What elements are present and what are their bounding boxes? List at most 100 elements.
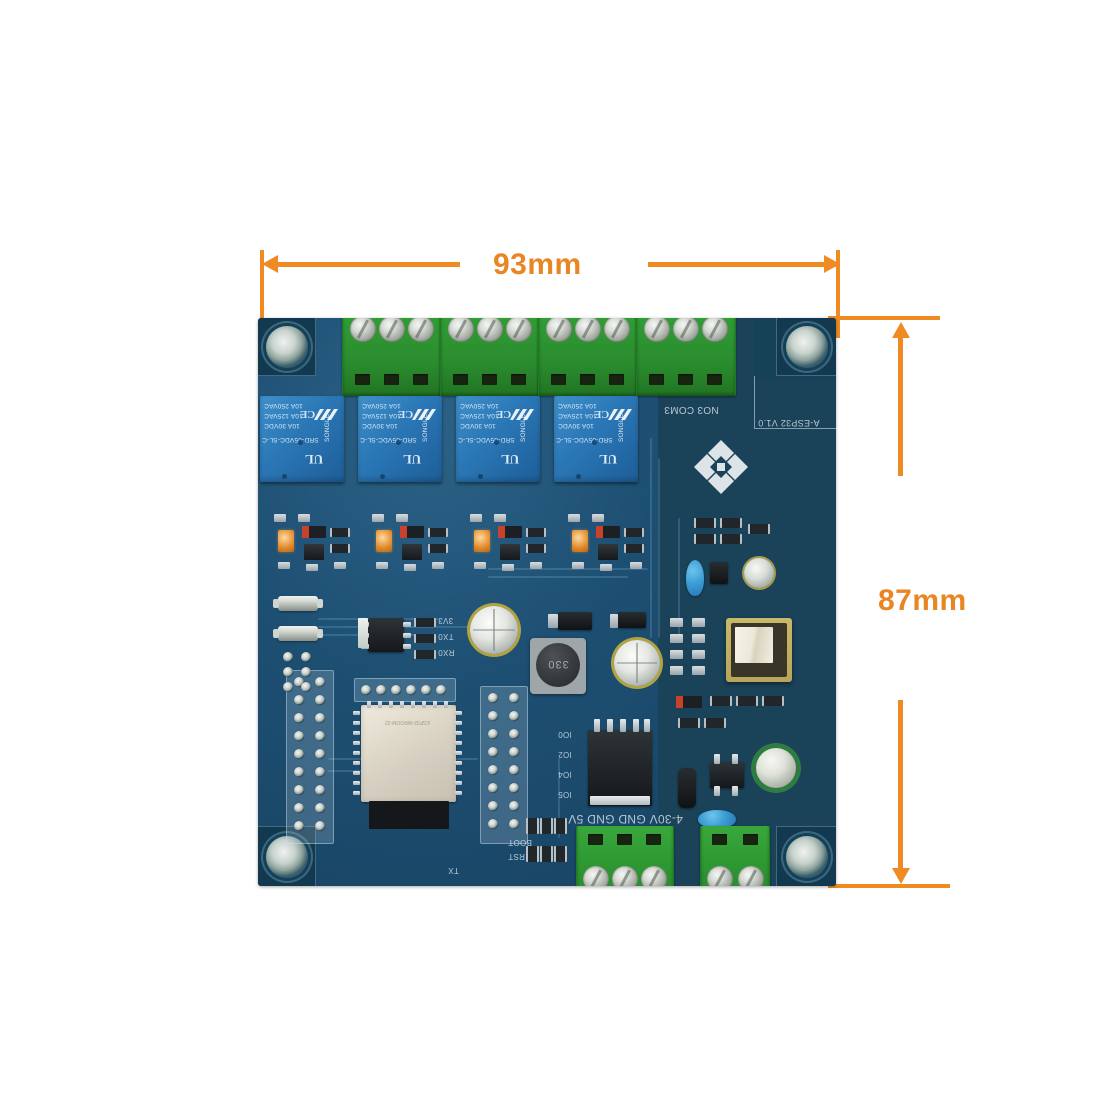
terminal-wire-slot[interactable] (551, 374, 566, 385)
header-pad[interactable] (315, 731, 325, 741)
terminal-block-top-3[interactable] (538, 318, 638, 396)
header-pad[interactable] (315, 821, 325, 831)
header-pad[interactable] (509, 765, 519, 775)
header-pad[interactable] (488, 729, 498, 739)
header-pad[interactable] (294, 803, 304, 813)
terminal-screw[interactable] (506, 318, 532, 342)
header-pad[interactable] (294, 821, 304, 831)
header-pad[interactable] (509, 693, 519, 703)
terminal-screw[interactable] (546, 318, 572, 342)
header-pad[interactable] (488, 783, 498, 793)
header-pad[interactable] (488, 693, 498, 703)
header-pad[interactable] (315, 785, 325, 795)
header-pad[interactable] (509, 801, 519, 811)
terminal-wire-slot[interactable] (413, 374, 428, 385)
relay-brand: SONGLE (422, 413, 429, 442)
terminal-wire-slot[interactable] (712, 834, 727, 845)
terminal-screw[interactable] (604, 318, 630, 342)
header-pad[interactable] (283, 652, 293, 662)
header-pad[interactable] (361, 685, 371, 695)
header-pad[interactable] (294, 749, 304, 759)
relay-spec-line: 10A 250VAC (362, 402, 401, 409)
header-pad[interactable] (406, 685, 416, 695)
header-pad[interactable] (509, 819, 519, 829)
header-pad[interactable] (315, 767, 325, 777)
terminal-screw[interactable] (641, 866, 667, 886)
terminal-screw[interactable] (379, 318, 405, 342)
terminal-screw[interactable] (707, 866, 733, 886)
header-pad[interactable] (509, 747, 519, 757)
terminal-wire-slot[interactable] (580, 374, 595, 385)
smd-resistor (624, 544, 644, 553)
terminal-block-top-4[interactable] (636, 318, 736, 396)
solder-pad (494, 514, 506, 522)
terminal-wire-slot[interactable] (511, 374, 526, 385)
header-pad[interactable] (509, 729, 519, 739)
header-pad[interactable] (421, 685, 431, 695)
terminal-screw[interactable] (583, 866, 609, 886)
header-pad[interactable] (391, 685, 401, 695)
header-pad[interactable] (283, 682, 293, 692)
terminal-block-top-2[interactable] (440, 318, 540, 396)
gpio-header-left[interactable] (286, 670, 334, 844)
esp32-pin (353, 771, 360, 775)
header-pad[interactable] (315, 803, 325, 813)
header-pad[interactable] (294, 785, 304, 795)
ic-exposed-pad (590, 796, 650, 805)
header-pad[interactable] (294, 695, 304, 705)
terminal-screw[interactable] (702, 318, 728, 342)
header-pad[interactable] (301, 652, 311, 662)
header-pad[interactable] (509, 783, 519, 793)
terminal-wire-slot[interactable] (707, 374, 722, 385)
header-pad[interactable] (436, 685, 446, 695)
terminal-screw[interactable] (350, 318, 376, 342)
header-pad[interactable] (509, 711, 519, 721)
header-pad[interactable] (294, 713, 304, 723)
terminal-wire-slot[interactable] (453, 374, 468, 385)
header-pad[interactable] (315, 677, 325, 687)
header-pad[interactable] (315, 713, 325, 723)
terminal-screw[interactable] (408, 318, 434, 342)
terminal-screw[interactable] (575, 318, 601, 342)
terminal-wire-slot[interactable] (384, 374, 399, 385)
pcb-trace (488, 568, 648, 570)
terminal-screw[interactable] (673, 318, 699, 342)
header-pad[interactable] (301, 667, 311, 677)
header-pad[interactable] (294, 677, 304, 687)
terminal-wire-slot[interactable] (646, 834, 661, 845)
terminal-wire-slot[interactable] (649, 374, 664, 385)
terminal-wire-slot[interactable] (588, 834, 603, 845)
terminal-wire-slot[interactable] (678, 374, 693, 385)
terminal-block-bottom-aux[interactable] (700, 826, 770, 886)
terminal-wire-slot[interactable] (482, 374, 497, 385)
header-pad[interactable] (315, 695, 325, 705)
terminal-screw[interactable] (738, 866, 764, 886)
header-pad[interactable] (315, 749, 325, 759)
smd-resistor (554, 846, 567, 862)
terminal-wire-slot[interactable] (743, 834, 758, 845)
terminal-screw[interactable] (644, 318, 670, 342)
header-pad[interactable] (488, 801, 498, 811)
terminal-block-bottom-power[interactable] (576, 826, 674, 886)
header-pad[interactable] (488, 747, 498, 757)
terminal-screw[interactable] (612, 866, 638, 886)
terminal-block-top-1[interactable] (342, 318, 442, 396)
aux-header[interactable] (280, 648, 316, 692)
programming-header[interactable] (354, 678, 456, 702)
header-pad[interactable] (301, 682, 311, 692)
header-pad[interactable] (294, 767, 304, 777)
esp32-pin (353, 741, 360, 745)
terminal-screw[interactable] (448, 318, 474, 342)
header-pad[interactable] (376, 685, 386, 695)
terminal-wire-slot[interactable] (617, 834, 632, 845)
esp32-pin (444, 701, 448, 708)
header-pad[interactable] (488, 765, 498, 775)
terminal-screw[interactable] (477, 318, 503, 342)
header-pad[interactable] (283, 667, 293, 677)
header-pad[interactable] (488, 711, 498, 721)
header-pad[interactable] (294, 731, 304, 741)
terminal-wire-slot[interactable] (355, 374, 370, 385)
gpio-header-center[interactable] (480, 686, 528, 844)
terminal-wire-slot[interactable] (609, 374, 624, 385)
header-pad[interactable] (488, 819, 498, 829)
